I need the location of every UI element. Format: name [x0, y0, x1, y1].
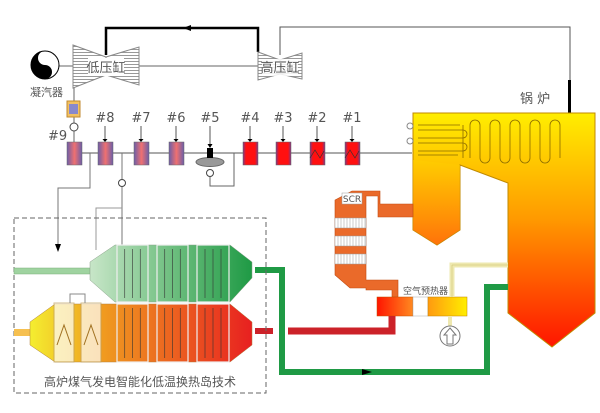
condenser-icon	[30, 50, 60, 80]
heater	[133, 141, 150, 166]
heat-exchanger-bank	[196, 303, 230, 363]
pump-icon	[206, 169, 214, 177]
heat-exchanger-bank	[156, 303, 189, 363]
heater	[275, 141, 292, 166]
lp-turbine-label: 低压缸	[86, 60, 125, 76]
heat-exchanger-bank	[156, 244, 189, 303]
main-steam-pipe	[279, 26, 571, 113]
heater-label: #5	[200, 111, 219, 126]
air-preheater-gas-side	[376, 296, 414, 317]
hp-turbine-label: 高压缸	[260, 60, 299, 76]
heater	[168, 141, 185, 166]
heater-label: #2	[307, 111, 326, 126]
reheater-bank	[80, 302, 102, 363]
condensate-pipe	[255, 267, 508, 375]
heater-label: #6	[166, 111, 185, 126]
heater	[66, 141, 83, 166]
flue-gas-pipe	[288, 316, 396, 335]
heater-label: #8	[95, 111, 114, 126]
system-title: 高炉煤气发电智能化低温换热岛技术	[44, 374, 236, 389]
catalyst-layers	[334, 217, 367, 265]
air-preheater-air-side	[427, 296, 468, 317]
heater-label: #9	[48, 129, 67, 144]
arrow-icon	[183, 25, 191, 31]
heat-exchanger-bank	[196, 244, 230, 303]
scr-label: SCR	[343, 195, 361, 205]
pump-icon	[69, 122, 79, 132]
gas-cooler-module	[89, 244, 253, 303]
air-preheater-label: 空气预热器	[403, 285, 448, 297]
deaerator	[195, 157, 225, 167]
scr-reactor	[334, 190, 414, 298]
heat-exchanger-bank	[116, 244, 149, 303]
pump-icon	[118, 179, 126, 187]
reheater-bank	[53, 302, 75, 363]
heater	[242, 141, 259, 166]
heater-label: #3	[273, 111, 292, 126]
fan-icon	[439, 325, 461, 347]
heater	[97, 141, 114, 166]
heat-island-boundary	[13, 217, 267, 394]
condenser-label: 凝汽器	[30, 85, 63, 99]
heater-label: #4	[240, 111, 259, 126]
heater-label: #1	[342, 111, 361, 126]
heat-exchanger-bank	[116, 303, 149, 363]
heater-label: #7	[131, 111, 150, 126]
reheat-steam-pipe	[104, 26, 260, 55]
boiler-label: 锅 炉	[520, 91, 550, 107]
